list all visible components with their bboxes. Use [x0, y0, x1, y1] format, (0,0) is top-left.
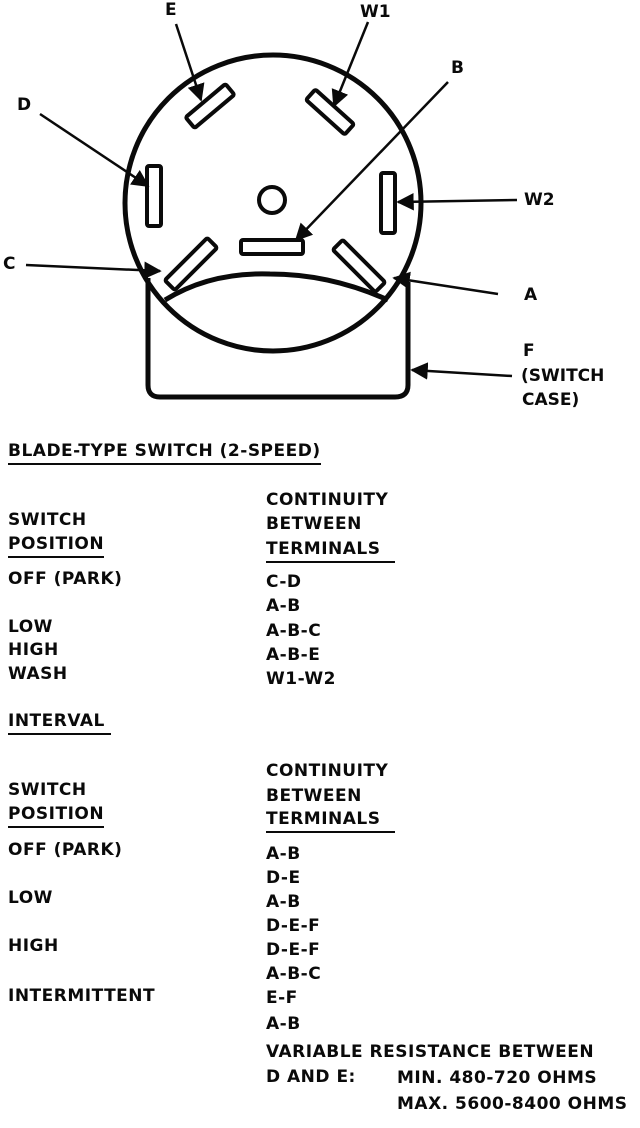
blade-col-between: BETWEEN	[266, 514, 362, 534]
interval-col-position: POSITION	[8, 806, 105, 828]
center-hole	[257, 185, 287, 215]
leader-w2	[396, 192, 518, 211]
blade-row-position: WASH	[8, 664, 68, 684]
interval-col-switch: SWITCH	[8, 780, 87, 800]
switch-case	[145, 278, 411, 400]
blade-col-terminals: TERMINALS	[266, 541, 395, 563]
label-b: B	[451, 58, 464, 78]
leader-d	[39, 112, 150, 188]
leader-e	[174, 23, 205, 102]
label-f-switch: (SWITCH	[521, 366, 605, 386]
label-w2: W2	[524, 190, 555, 210]
interval-row-continuity: D-E-F	[266, 940, 321, 960]
label-e: E	[165, 0, 177, 20]
resistance-note-line1: VARIABLE RESISTANCE BETWEEN	[266, 1042, 595, 1062]
interval-row-continuity: D-E	[266, 868, 301, 888]
blade-col-switch: SWITCH	[8, 510, 87, 530]
interval-row-continuity: A-B	[266, 1014, 301, 1034]
switch-terminal-diagram	[25, 21, 518, 400]
label-f-case: CASE)	[522, 390, 580, 410]
terminal-e	[184, 82, 236, 130]
resistance-note-d-and-e: D AND E:	[266, 1067, 356, 1087]
connector-face	[122, 52, 424, 354]
blade-row-continuity: A-B	[266, 596, 301, 616]
leader-f	[410, 362, 513, 380]
interval-row-continuity: A-B	[266, 844, 301, 864]
blade-row-continuity: W1-W2	[266, 669, 336, 689]
terminal-d	[145, 164, 163, 228]
resistance-note-max: MAX. 5600-8400 OHMS	[397, 1094, 628, 1114]
label-c: C	[3, 254, 16, 274]
blade-row-continuity: A-B-E	[266, 645, 321, 665]
interval-row-continuity: A-B-C	[266, 964, 322, 984]
terminal-w1	[304, 88, 356, 136]
interval-row-position: INTERMITTENT	[8, 986, 156, 1006]
leader-a	[392, 271, 499, 296]
blade-col-continuity: CONTINUITY	[266, 490, 389, 510]
blade-row-position: HIGH	[8, 640, 59, 660]
terminal-w2	[379, 171, 397, 235]
interval-col-between: BETWEEN	[266, 786, 362, 806]
connector-recess	[163, 271, 390, 303]
blade-row-continuity: C-D	[266, 572, 302, 592]
interval-col-terminals: TERMINALS	[266, 811, 395, 833]
label-f: F	[523, 341, 535, 361]
leader-c	[25, 261, 162, 280]
label-a: A	[524, 285, 538, 305]
interval-row-position: HIGH	[8, 936, 59, 956]
blade-row-continuity: A-B-C	[266, 621, 322, 641]
interval-col-continuity: CONTINUITY	[266, 761, 389, 781]
terminal-b	[239, 238, 305, 256]
leader-w1	[331, 21, 370, 108]
interval-row-position: LOW	[8, 888, 53, 908]
leader-b	[294, 81, 449, 242]
blade-col-position: POSITION	[8, 536, 105, 558]
label-w1: W1	[360, 2, 391, 22]
blade-row-position: OFF (PARK)	[8, 569, 123, 589]
interval-row-continuity: A-B	[266, 892, 301, 912]
interval-row-position: OFF (PARK)	[8, 840, 123, 860]
resistance-note-min: MIN. 480-720 OHMS	[397, 1068, 598, 1088]
terminal-a	[331, 238, 387, 294]
terminal-c	[163, 236, 219, 292]
interval-section-title: INTERVAL	[8, 713, 111, 735]
label-d: D	[17, 95, 32, 115]
interval-row-continuity: D-E-F	[266, 916, 321, 936]
interval-row-continuity: E-F	[266, 988, 298, 1008]
blade-section-title: BLADE-TYPE SWITCH (2-SPEED)	[8, 443, 321, 465]
blade-row-position: LOW	[8, 617, 53, 637]
